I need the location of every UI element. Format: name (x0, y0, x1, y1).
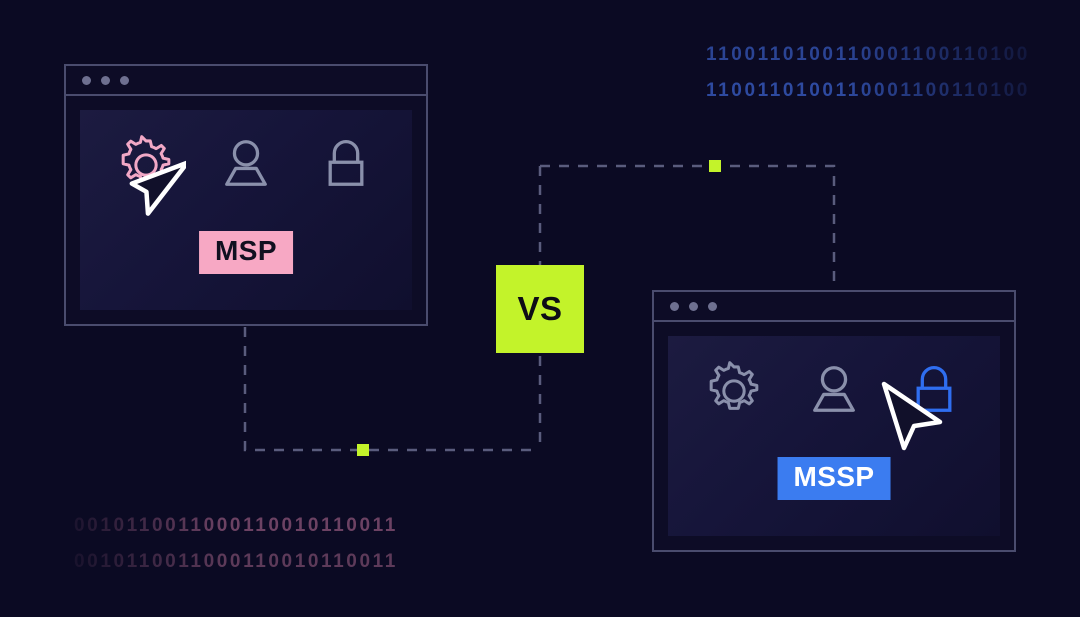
gear-icon[interactable] (113, 132, 179, 203)
mssp-icon-row (668, 358, 1000, 429)
msp-screen: MSP (80, 110, 412, 310)
msp-window-body: MSP (66, 96, 426, 324)
mssp-window-titlebar (654, 292, 1014, 322)
window-dot-2 (101, 75, 110, 85)
window-dot-2 (689, 301, 698, 311)
window-dot-3 (120, 75, 129, 85)
mssp-window-body: MSSP (654, 322, 1014, 550)
connector-path-upper (540, 164, 836, 292)
connector-node-top (709, 160, 721, 172)
person-icon[interactable] (213, 132, 279, 203)
msp-window: MSP (64, 64, 428, 326)
mssp-window: MSSP (652, 290, 1016, 552)
person-icon[interactable] (801, 358, 867, 429)
connector-node-bottom (357, 444, 369, 456)
binary-decoration-top-right-line-2: 1100110100110001100110100 (706, 80, 1030, 101)
binary-decoration-top-right-line-1: 1100110100110001100110100 (706, 44, 1030, 65)
lock-icon[interactable] (901, 358, 967, 429)
lock-icon[interactable] (313, 132, 379, 203)
vs-badge: VS (496, 265, 584, 353)
msp-tag: MSP (199, 231, 293, 274)
msp-icon-row (80, 132, 412, 203)
binary-decoration-bottom-left-line-2: 0010110011000110010110011 (74, 551, 398, 572)
msp-window-titlebar (66, 66, 426, 96)
mssp-screen: MSSP (668, 336, 1000, 536)
window-dot-1 (82, 75, 91, 85)
window-dot-3 (708, 301, 717, 311)
window-dot-1 (670, 301, 679, 311)
gear-icon[interactable] (701, 358, 767, 429)
binary-decoration-bottom-left-line-1: 0010110011000110010110011 (74, 515, 398, 536)
mssp-tag: MSSP (777, 457, 891, 500)
